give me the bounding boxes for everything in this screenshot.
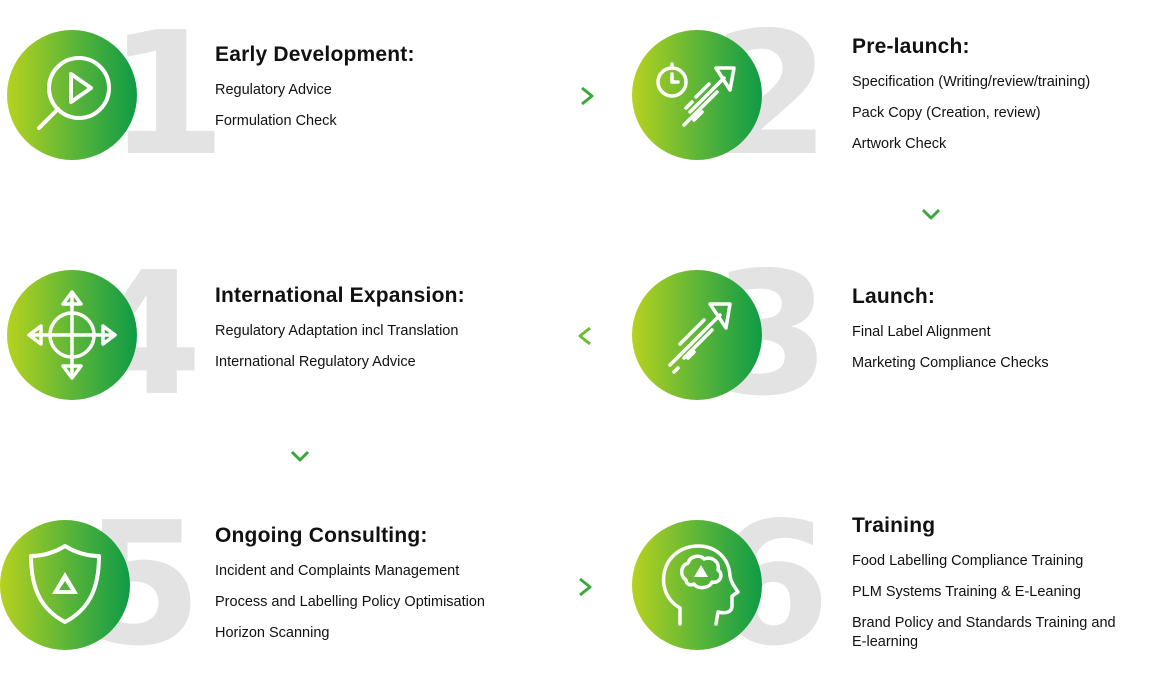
arrow-4-to-5 bbox=[290, 430, 310, 490]
stage-item: Formulation Check bbox=[215, 113, 337, 129]
stage-item: PLM Systems Training & E-Leaning bbox=[852, 584, 1081, 600]
stage-4-icon-circle bbox=[7, 270, 137, 400]
stage-training: Training Food Labelling Compliance Train… bbox=[852, 514, 1132, 664]
stage-1-icon-circle bbox=[7, 30, 137, 160]
stage-early-development: Early Development: Regulatory Advice For… bbox=[215, 43, 415, 143]
stage-item: Incident and Complaints Management bbox=[215, 563, 460, 579]
stage-2-icon-circle bbox=[632, 30, 762, 160]
stage-item-list: Final Label Alignment Marketing Complian… bbox=[852, 323, 1049, 373]
stage-item: Horizon Scanning bbox=[215, 625, 330, 641]
shield-logo-icon bbox=[29, 544, 101, 624]
stage-item: Pack Copy (Creation, review) bbox=[852, 105, 1041, 121]
arrow-2-to-3 bbox=[921, 190, 941, 240]
stage-item-list: Food Labelling Compliance Training PLM S… bbox=[852, 552, 1132, 652]
stage-item: Food Labelling Compliance Training bbox=[852, 553, 1084, 569]
arrow-3-to-4 bbox=[532, 326, 632, 346]
crosshair-arrows-icon bbox=[27, 290, 117, 380]
stage-item: Regulatory Adaptation incl Translation bbox=[215, 323, 459, 339]
stage-item-list: Incident and Complaints Management Proce… bbox=[215, 562, 485, 643]
stage-item-list: Regulatory Advice Formulation Check bbox=[215, 81, 415, 131]
stage-item: Specification (Writing/review/training) bbox=[852, 74, 1091, 90]
head-brain-icon bbox=[661, 544, 740, 626]
stage-title: Ongoing Consulting: bbox=[215, 524, 428, 547]
arrow-1-to-2 bbox=[530, 86, 630, 106]
stage-title: International Expansion: bbox=[215, 284, 465, 307]
stage-item-list: Specification (Writing/review/training) … bbox=[852, 73, 1090, 154]
stopwatch-rocket-icon bbox=[656, 62, 736, 127]
stage-item: International Regulatory Advice bbox=[215, 354, 416, 370]
stage-title: Pre-launch: bbox=[852, 35, 970, 58]
stage-launch: Launch: Final Label Alignment Marketing … bbox=[852, 285, 1049, 385]
stage-item: Artwork Check bbox=[852, 136, 947, 152]
stage-6-icon-circle bbox=[632, 520, 762, 650]
stage-item-list: Regulatory Adaptation incl Translation I… bbox=[215, 322, 465, 372]
stage-ongoing-consulting: Ongoing Consulting: Incident and Complai… bbox=[215, 524, 485, 655]
stage-pre-launch: Pre-launch: Specification (Writing/revie… bbox=[852, 35, 1090, 166]
stage-item: Final Label Alignment bbox=[852, 324, 991, 340]
stage-item: Process and Labelling Policy Optimisatio… bbox=[215, 594, 485, 610]
stage-title: Launch: bbox=[852, 285, 936, 308]
stage-item: Brand Policy and Standards Training and … bbox=[852, 615, 1116, 650]
stage-title: Early Development: bbox=[215, 43, 415, 66]
arrow-5-to-6 bbox=[524, 577, 630, 597]
stage-international-expansion: International Expansion: Regulatory Adap… bbox=[215, 284, 465, 384]
magnifier-play-icon bbox=[37, 56, 111, 130]
stage-5-icon-circle bbox=[0, 520, 130, 650]
stage-item: Regulatory Advice bbox=[215, 82, 332, 98]
stage-title: Training bbox=[852, 514, 936, 537]
stage-3-icon-circle bbox=[632, 270, 762, 400]
stage-item: Marketing Compliance Checks bbox=[852, 355, 1049, 371]
rocket-arrow-icon bbox=[668, 302, 732, 374]
